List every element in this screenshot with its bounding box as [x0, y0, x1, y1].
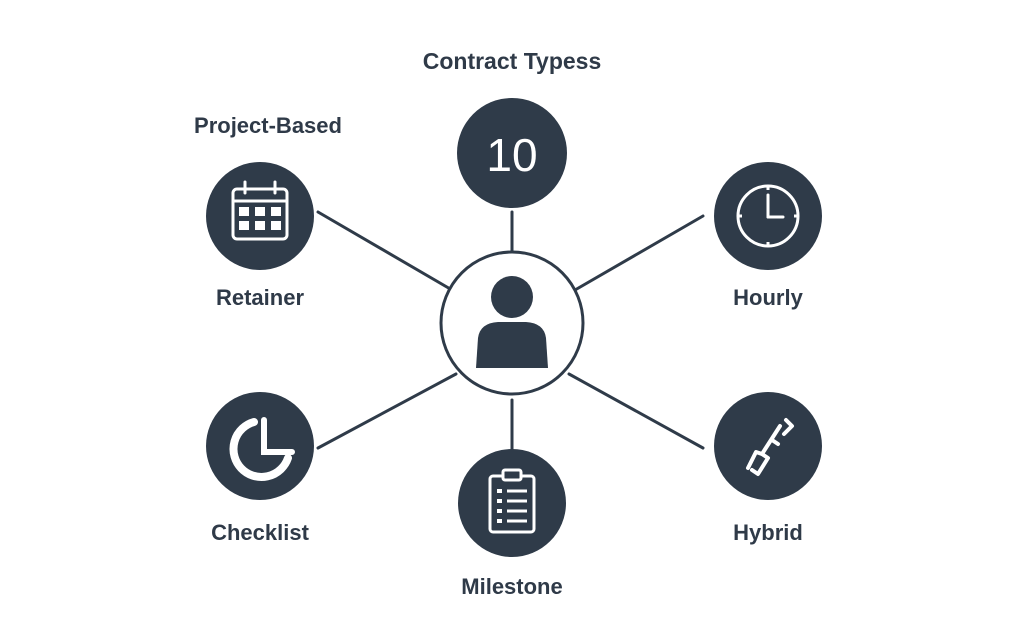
connector-bottom-right: [567, 372, 705, 450]
retainer-node: [206, 162, 314, 270]
diagram-title: Contract Typess: [422, 48, 602, 74]
label-hourly: Hourly: [733, 285, 803, 310]
clock-icon: [736, 184, 800, 248]
calendar-icon: [231, 180, 289, 241]
label-milestone: Milestone: [461, 574, 563, 599]
pie-chart-icon: [229, 417, 295, 481]
connector-bottom-left: [316, 372, 458, 450]
connector-top-right: [573, 214, 705, 292]
center-node: [439, 250, 585, 396]
milestone-node: [458, 449, 566, 557]
hybrid-node: [714, 392, 822, 500]
label-hybrid: Hybrid: [733, 520, 803, 545]
clipboard-checklist-icon: [488, 468, 536, 534]
count-node: [457, 98, 567, 208]
label-checklist: Checklist: [211, 520, 309, 545]
contract-count: 10: [486, 129, 538, 181]
wrench-icon: [746, 418, 794, 476]
hourly-node: [714, 162, 822, 270]
person-icon: [476, 276, 548, 368]
connector-top-left: [316, 210, 454, 292]
label-project-based: Project-Based: [194, 113, 342, 138]
label-retainer: Retainer: [215, 285, 305, 310]
connector-lines: [316, 210, 705, 452]
checklist-node: [206, 392, 314, 500]
